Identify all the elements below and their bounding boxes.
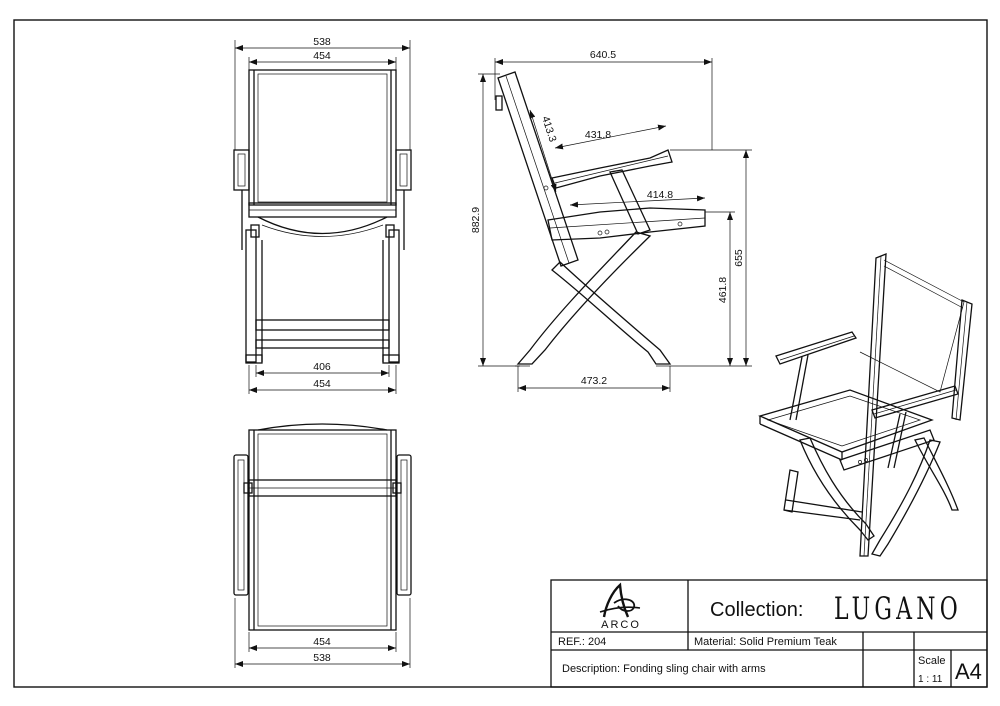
title-block: ARCO Collection: LUGANO REF.: 204 Materi… xyxy=(550,579,988,688)
dim-side-overall-height: 882.9 xyxy=(470,207,482,233)
dim-front-base-width: 454 xyxy=(313,378,331,390)
dim-side-armrest-height: 655 xyxy=(733,249,745,267)
paper-size: A4 xyxy=(955,659,982,684)
material-text: Material: Solid Premium Teak xyxy=(694,636,837,648)
dim-front-leg-span: 406 xyxy=(313,361,331,373)
isometric-view xyxy=(758,253,973,557)
arco-logo: ARCO xyxy=(599,582,641,631)
brand-name: ARCO xyxy=(601,619,641,631)
dim-top-overall-width: 538 xyxy=(313,652,331,664)
dim-front-overall-width: 538 xyxy=(313,36,331,48)
top-view: 454 538 xyxy=(233,423,412,668)
dim-side-overall-depth: 640.5 xyxy=(590,49,616,61)
scale-label: Scale xyxy=(918,655,946,667)
front-view: 538 454 xyxy=(233,36,412,394)
dim-side-armrest-length: 431.8 xyxy=(585,129,611,141)
description-text: Description: Fonding sling chair with ar… xyxy=(562,663,766,675)
dim-top-inner-width: 454 xyxy=(313,636,331,648)
reference-number: REF.: 204 xyxy=(558,636,606,648)
dim-side-seat-depth: 414.8 xyxy=(647,189,673,201)
collection-label: Collection: xyxy=(710,599,803,621)
dim-side-backrest-length: 413.3 xyxy=(539,115,559,144)
dim-side-seat-height: 461.8 xyxy=(717,277,729,303)
dim-side-footprint-depth: 473.2 xyxy=(581,375,607,387)
scale-value: 1 : 11 xyxy=(918,674,943,685)
collection-name: LUGANO xyxy=(834,591,962,627)
side-view: 640.5 882.9 655 461.8 473.2 413.3 43 xyxy=(470,49,752,392)
sheet-border xyxy=(13,19,988,688)
dim-front-inner-width: 454 xyxy=(313,50,331,62)
